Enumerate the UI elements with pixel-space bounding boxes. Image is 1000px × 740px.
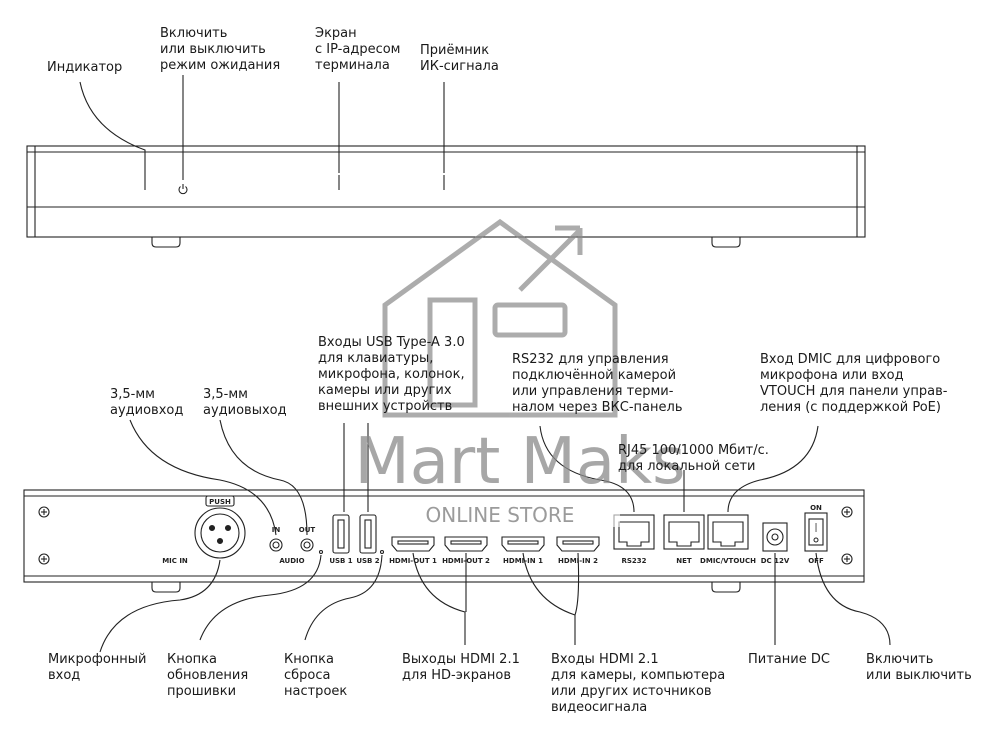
label-dc: Питание DC (748, 652, 830, 667)
hdmi-in1-port (501, 536, 545, 552)
label-dmic-desc: Вход DMIC для цифрового микрофона или вх… (760, 352, 948, 415)
xlr-mic-port (194, 495, 246, 559)
label-audio: AUDIO (279, 557, 304, 565)
power-switch (804, 512, 828, 552)
hdmi-in2-port (556, 536, 600, 552)
label-net: NET (676, 557, 692, 565)
label-mic-in: MIC IN (162, 557, 188, 565)
label-usb: Входы USB Type-A 3.0 для клавиатуры, мик… (318, 335, 465, 414)
rs232-port (613, 514, 655, 550)
label-rs232: RS232 (621, 557, 646, 565)
label-hdmi-in2: HDMI-IN 2 (558, 557, 598, 565)
label-screen: Экран с IP-адресом терминала (315, 26, 401, 73)
label-ir: Приёмник ИК-сигнала (420, 43, 499, 74)
screw-icon (38, 553, 50, 565)
label-mic: Микрофонный вход (48, 652, 147, 683)
label-hdmi-out1: HDMI-OUT 1 (389, 557, 437, 565)
dc-port (762, 522, 788, 552)
label-out: OUT (299, 526, 316, 534)
standby-icon (178, 184, 188, 195)
leader-firmware (199, 554, 322, 641)
audio-out-jack (300, 538, 314, 552)
label-rs232-desc: RS232 для управления подключённой камеро… (512, 352, 683, 415)
watermark-sub: ONLINE STORE (380, 503, 620, 527)
reset-button (379, 549, 385, 555)
switch-off-mark (813, 537, 819, 543)
firmware-button (318, 549, 324, 555)
label-in: IN (272, 526, 281, 534)
label-off: OFF (808, 557, 824, 565)
front-foot-right (711, 237, 741, 248)
label-hdmi-out2: HDMI-OUT 2 (442, 557, 490, 565)
usb1-port (332, 514, 350, 554)
label-audio-in: 3,5-мм аудиовход (110, 387, 184, 418)
screw-icon (841, 506, 853, 518)
screw-icon (38, 506, 50, 518)
watermark-brand: Mart Maks (354, 425, 686, 499)
hdmi-out1-port (391, 536, 435, 552)
label-indicator: Индикатор (47, 60, 123, 75)
label-usb1: USB 1 (329, 557, 352, 565)
label-rj45: RJ45 100/1000 Мбит/с. для локальной сети (618, 443, 769, 474)
rear-panel (23, 489, 865, 593)
label-hdmi-in: Входы HDMI 2.1 для камеры, компьютера ил… (551, 652, 726, 715)
leader-reset (304, 554, 383, 641)
leader-audio-out (219, 419, 308, 536)
leader-hdmi-out (412, 552, 467, 645)
leader-hdmi-in (522, 552, 580, 645)
front-panel (26, 145, 866, 248)
leader-rs232 (539, 425, 635, 513)
net-port (663, 514, 705, 550)
label-reset: Кнопка сброса настроек (284, 652, 348, 699)
leader-power (815, 552, 891, 646)
screw-icon (841, 553, 853, 565)
hdmi-out2-port (444, 536, 488, 552)
label-power: Включить или выключить (866, 652, 972, 683)
label-dmic: DMIC/VTOUCH (700, 557, 756, 565)
leader-mic (99, 559, 221, 653)
watermark-house-icon (382, 218, 618, 418)
label-audio-out: 3,5-мм аудиовыход (203, 387, 287, 418)
label-hdmi-out: Выходы HDMI 2.1 для HD-экранов (402, 652, 520, 683)
label-dc12: DC 12V (761, 557, 790, 565)
leader-audio-in (129, 419, 277, 536)
dmic-port (707, 514, 749, 550)
front-foot-left (151, 237, 181, 248)
label-push: PUSH (209, 498, 231, 506)
label-standby: Включить или выключить режим ожидания (160, 26, 281, 73)
label-firmware: Кнопка обновления прошивки (167, 652, 249, 699)
audio-in-jack (269, 538, 283, 552)
switch-on-mark: | (814, 523, 817, 533)
leader-indicator (79, 81, 146, 190)
leader-dmic (727, 425, 819, 513)
usb2-port (359, 514, 377, 554)
label-hdmi-in1: HDMI-IN 1 (503, 557, 543, 565)
label-on: ON (810, 504, 822, 512)
label-usb2: USB 2 (356, 557, 379, 565)
